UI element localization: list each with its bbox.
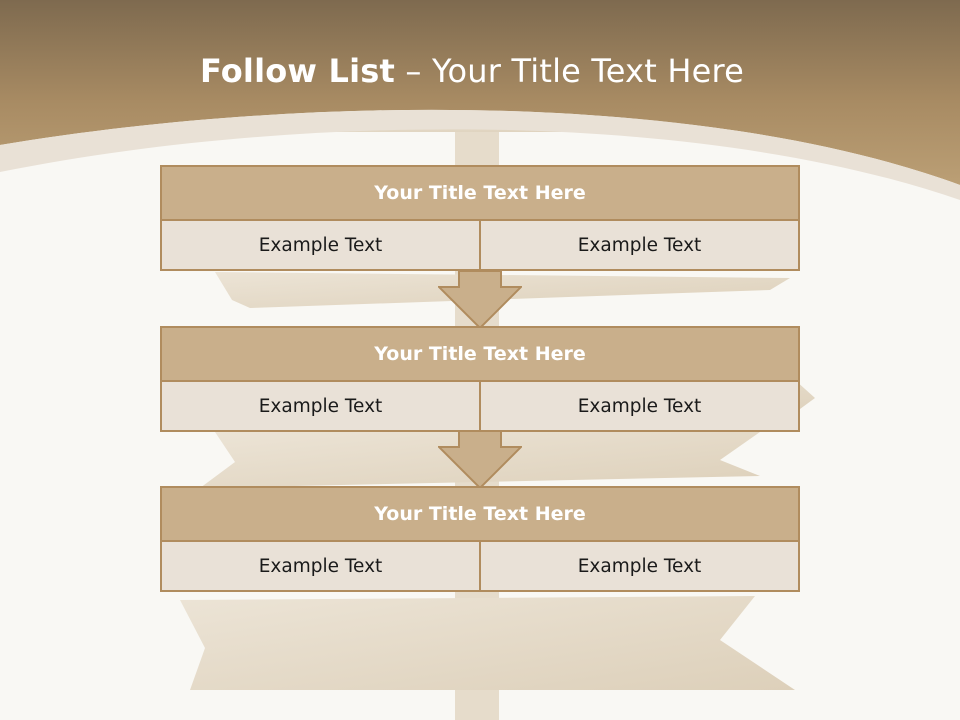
block-cell-left: Example Text: [160, 221, 481, 271]
block-cell-left: Example Text: [160, 382, 481, 432]
list-block-3: Your Title Text Here Example Text Exampl…: [160, 486, 800, 592]
block-title: Your Title Text Here: [160, 326, 800, 382]
block-cell-right: Example Text: [481, 221, 800, 271]
slide-title: Follow List – Your Title Text Here: [0, 52, 944, 90]
slide-title-rest: – Your Title Text Here: [395, 52, 745, 90]
block-cell-right: Example Text: [481, 542, 800, 592]
list-block-1: Your Title Text Here Example Text Exampl…: [160, 165, 800, 271]
block-title: Your Title Text Here: [160, 165, 800, 221]
slide-title-bold: Follow List: [199, 52, 396, 90]
block-title: Your Title Text Here: [160, 486, 800, 542]
list-block-2: Your Title Text Here Example Text Exampl…: [160, 326, 800, 432]
down-arrow-icon: [438, 270, 522, 330]
block-cell-left: Example Text: [160, 542, 481, 592]
block-cell-right: Example Text: [481, 382, 800, 432]
down-arrow-icon: [438, 430, 522, 490]
